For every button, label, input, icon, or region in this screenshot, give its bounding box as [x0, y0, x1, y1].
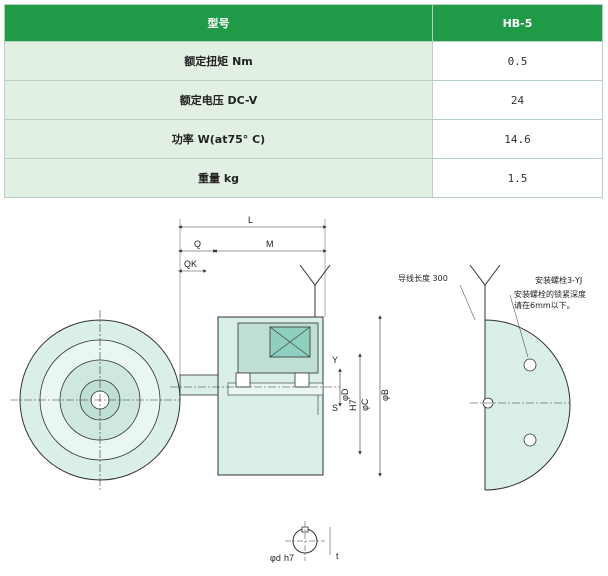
front-view-left: [10, 310, 181, 490]
dim-label-d-tolerance: h7: [284, 553, 294, 563]
dim-label-D-tolerance: H7: [348, 399, 358, 411]
shaft-detail: [285, 521, 331, 561]
dim-label-Y: Y: [332, 355, 338, 365]
row-label-weight: 重量 kg: [4, 158, 433, 198]
table-row: 额定扭矩 Nm 0.5: [4, 41, 603, 81]
header-model-value: HB-5: [432, 4, 603, 42]
dim-label-d: φd: [270, 553, 281, 563]
dim-label-Q: Q: [194, 239, 201, 249]
dim-label-t: t: [336, 551, 339, 561]
dim-label-B: φB: [380, 389, 390, 401]
row-label-torque: 额定扭矩 Nm: [4, 41, 433, 81]
table-row: 重量 kg 1.5: [4, 158, 603, 198]
row-value-torque: 0.5: [432, 41, 603, 81]
dim-label-D: φD: [340, 388, 350, 401]
dim-label-C: φC: [360, 398, 370, 411]
table-row: 功率 W(at75° C) 14.6: [4, 119, 603, 159]
note-lead-length: 导线长度 300: [398, 273, 448, 283]
dimension-lines: [178, 219, 382, 477]
row-value-weight: 1.5: [432, 158, 603, 198]
row-label-voltage: 额定电压 DC-V: [4, 80, 433, 120]
dim-label-M: M: [266, 239, 274, 249]
table-row: 额定电压 DC-V 24: [4, 80, 603, 120]
spec-table: 型号 HB-5 额定扭矩 Nm 0.5 额定电压 DC-V 24 功率 W(at…: [4, 4, 603, 198]
row-value-voltage: 24: [432, 80, 603, 120]
header-model-label: 型号: [4, 4, 433, 42]
note-bolt: 安装螺栓3-YJ: [535, 275, 582, 285]
note-depth-1: 安装螺栓的锁紧深度: [514, 289, 586, 299]
row-label-power: 功率 W(at75° C): [4, 119, 433, 159]
note-depth-2: 请在6mm以下。: [514, 300, 575, 310]
row-value-power: 14.6: [432, 119, 603, 159]
side-section-view: [170, 264, 340, 476]
dim-label-L: L: [248, 215, 253, 225]
dim-label-QK: QK: [184, 259, 197, 269]
technical-drawing: L Q M QK Y S φD H7 φC φB 导线长度 300 安装螺栓3-…: [10, 215, 586, 563]
rear-view-right: [459, 264, 571, 491]
table-header-row: 型号 HB-5: [4, 4, 603, 42]
dim-label-S: S: [332, 403, 338, 413]
